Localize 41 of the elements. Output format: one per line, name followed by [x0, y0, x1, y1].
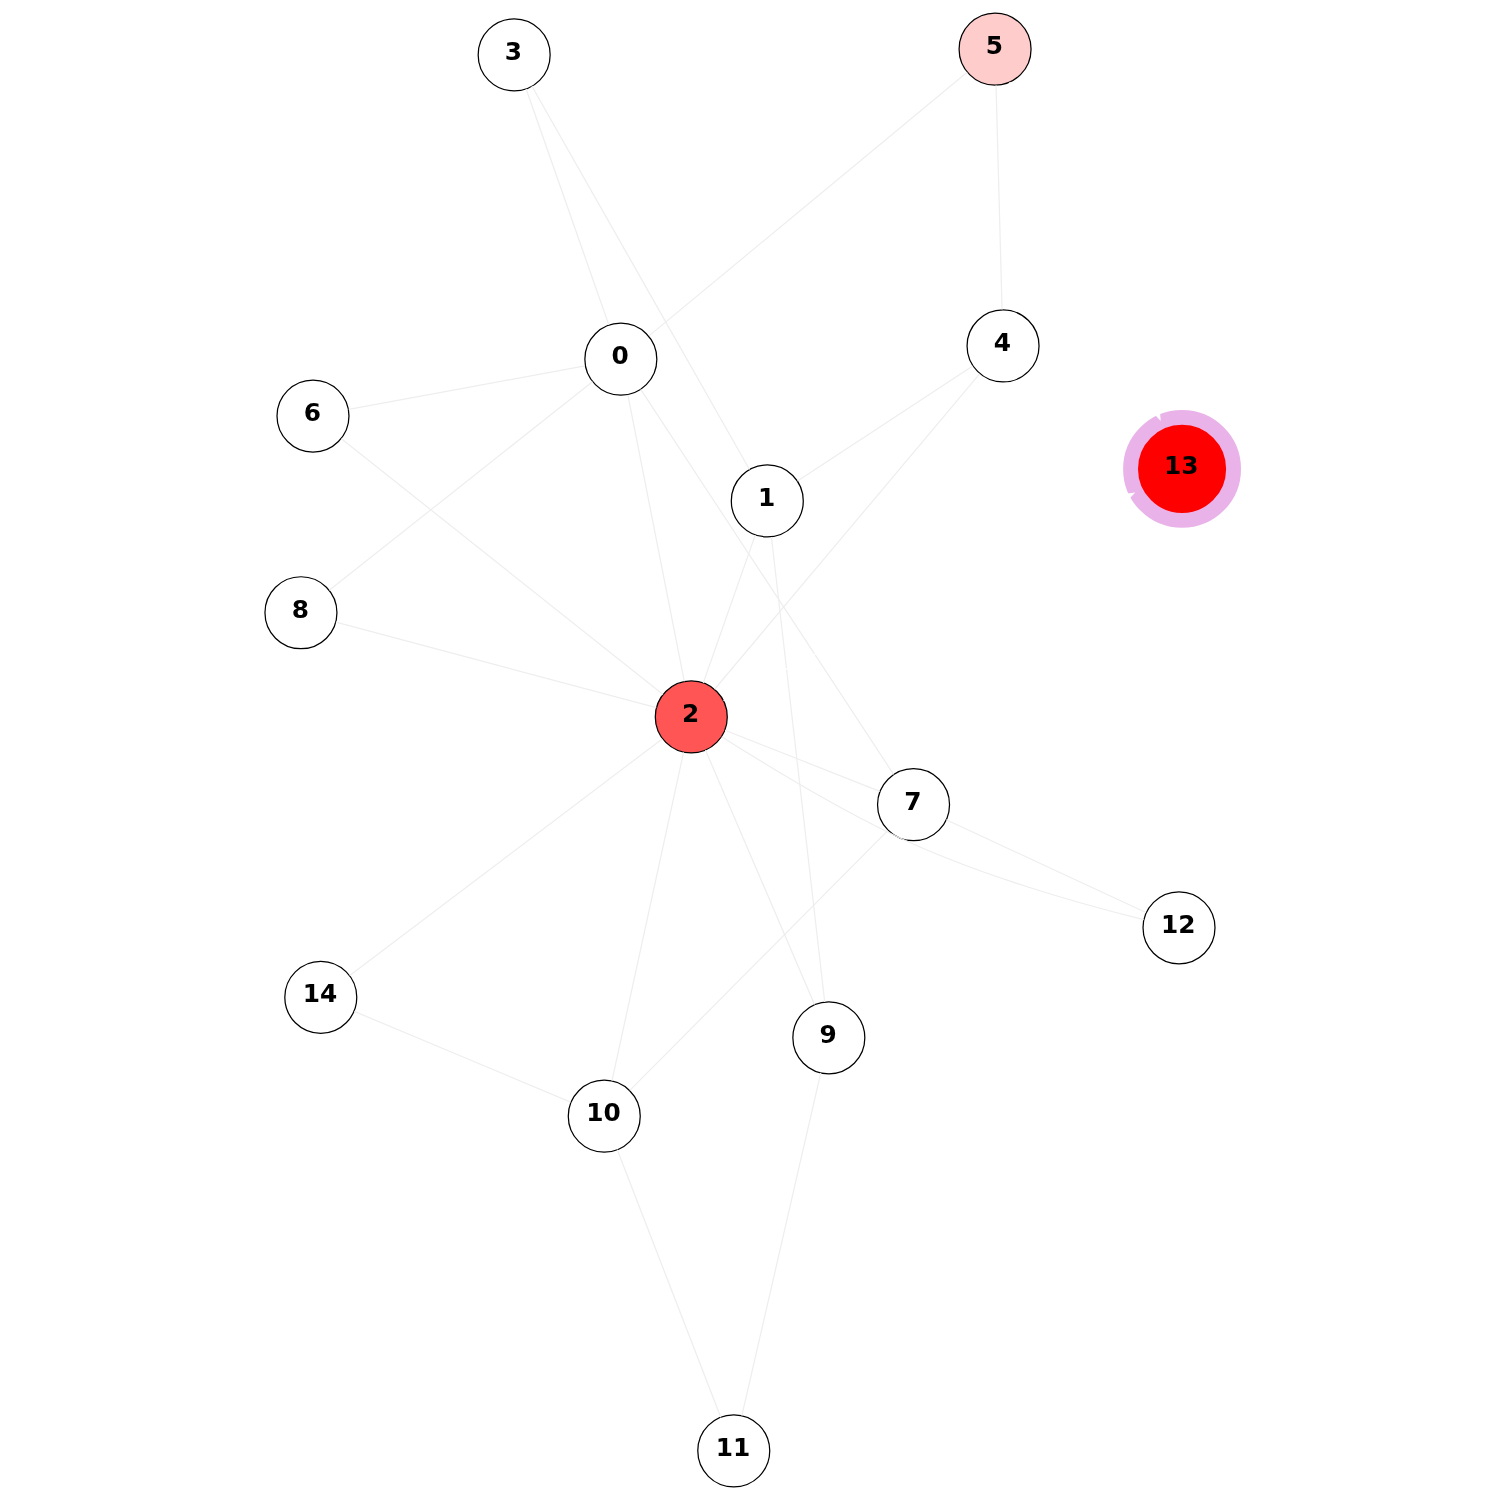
node-circle: 3 — [477, 18, 551, 92]
node-circle: 10 — [567, 1079, 641, 1153]
connector — [525, 88, 609, 326]
connector — [348, 738, 663, 977]
node-circle: 8 — [263, 576, 338, 650]
connector — [340, 438, 664, 696]
connector — [945, 819, 1147, 914]
connector — [530, 85, 750, 471]
node-circle: 1 — [730, 464, 804, 538]
connector — [610, 751, 684, 1082]
connector — [704, 749, 815, 1006]
connector — [713, 373, 980, 690]
connector — [347, 365, 586, 411]
node-circle: 12 — [1141, 891, 1216, 965]
connector — [796, 365, 973, 482]
node-circle: 4 — [965, 309, 1040, 383]
node-circle: 0 — [583, 322, 657, 396]
node-circle: 6 — [275, 379, 350, 453]
connector — [639, 388, 894, 775]
connector — [628, 830, 888, 1092]
connector — [720, 736, 1144, 921]
connector — [626, 394, 685, 683]
connector — [994, 84, 1003, 311]
node-circle: 5 — [957, 12, 1032, 86]
connector — [328, 381, 593, 591]
node-circle: 13 — [1122, 410, 1241, 528]
node-circle: 2 — [654, 680, 728, 754]
connector — [740, 1072, 821, 1417]
connector — [723, 729, 880, 792]
arrow — [722, 492, 1135, 702]
connector — [647, 71, 968, 337]
connector — [702, 534, 756, 684]
connector — [334, 621, 657, 709]
connector — [770, 536, 825, 1003]
node-circle: 9 — [791, 1001, 865, 1075]
connector — [353, 1010, 571, 1103]
node-circle: 7 — [876, 768, 950, 842]
connector — [616, 1149, 721, 1418]
arrow — [1008, 81, 1161, 422]
node-circle: 11 — [696, 1414, 770, 1488]
node-circle: 14 — [283, 960, 357, 1034]
